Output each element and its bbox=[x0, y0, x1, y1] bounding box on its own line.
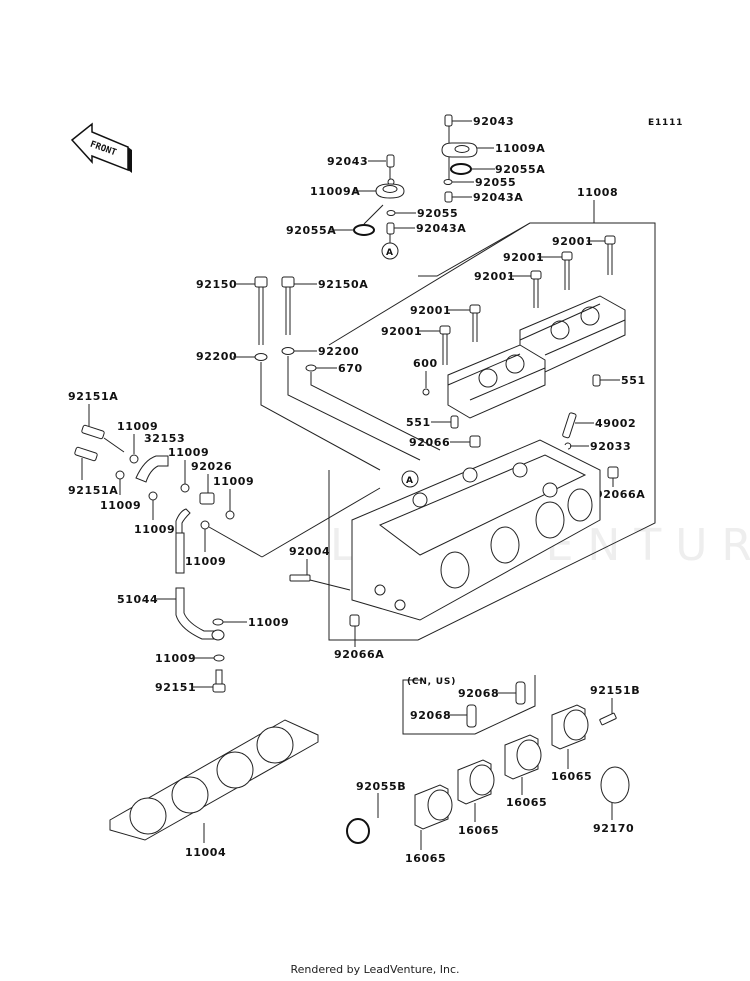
callout-92200: 92200 bbox=[318, 345, 359, 358]
callout-11009: 11009 bbox=[248, 616, 289, 629]
callout-92055A: 92055A bbox=[286, 224, 336, 237]
head-bolts: 92150 92150A 92200 92200 670 bbox=[196, 276, 441, 471]
callout-92055: 92055 bbox=[475, 176, 516, 189]
callout-92151A: 92151A bbox=[68, 484, 118, 497]
callout-92170: 92170 bbox=[593, 822, 634, 835]
oil-jet-group-right: 92043 11009A 92055A 92055 92043A bbox=[441, 114, 545, 204]
callout-11009: 11009 bbox=[117, 420, 158, 433]
callout-92004: 92004 bbox=[289, 545, 330, 558]
callout-11009: 11009 bbox=[185, 555, 226, 568]
dowel-pin-551 bbox=[592, 374, 601, 387]
plug-92066 bbox=[469, 435, 481, 448]
callout-51044: 51044 bbox=[117, 593, 158, 606]
camshaft-holder-right bbox=[519, 295, 626, 373]
callout-92001: 92001 bbox=[503, 251, 544, 264]
callout-600: 600 bbox=[413, 357, 438, 370]
front-arrow-icon: FRONT bbox=[70, 122, 132, 173]
callout-11009: 11009 bbox=[168, 446, 209, 459]
plug-92068 bbox=[515, 681, 526, 705]
callout-92068: 92068 bbox=[458, 687, 499, 700]
callout-92150: 92150 bbox=[196, 278, 237, 291]
o-ring-92055B bbox=[346, 818, 370, 844]
callout-92055A: 92055A bbox=[495, 163, 545, 176]
intake-holders: 16065 16065 16065 16065 92151B 92055B 92… bbox=[346, 684, 640, 865]
callout-92150A: 92150A bbox=[318, 278, 368, 291]
camshaft-holder-left bbox=[447, 344, 546, 419]
callout-92200: 92200 bbox=[196, 350, 237, 363]
callout-11009: 11009 bbox=[155, 652, 196, 665]
callout-11004: 11004 bbox=[185, 846, 226, 859]
ref-marker-a: A bbox=[386, 248, 394, 258]
callout-16065: 16065 bbox=[506, 796, 547, 809]
callout-11009: 11009 bbox=[213, 475, 254, 488]
callout-92068: 92068 bbox=[410, 709, 451, 722]
footer-credit: Rendered by LeadVenture, Inc. bbox=[290, 963, 460, 976]
circlip-92033 bbox=[564, 442, 572, 450]
callout-11008: 11008 bbox=[577, 186, 618, 199]
valve-lifter-49002 bbox=[562, 412, 577, 439]
callout-16065: 16065 bbox=[551, 770, 592, 783]
oil-pipe-group: 92151A 92151A 11009 32153 11009 11009 92… bbox=[68, 390, 381, 694]
oil-jet-group-left: 92043 11009A 92055 92055A 92043A A bbox=[286, 154, 466, 260]
cylinder-head-assy-frame: 11008 bbox=[328, 186, 656, 641]
region-note-box: (CN, US) 92068 92068 bbox=[402, 675, 536, 735]
callout-551: 551 bbox=[621, 374, 646, 387]
callout-92066A: 92066A bbox=[595, 488, 645, 501]
plug-92068 bbox=[466, 704, 477, 728]
ref-marker-a-head: A bbox=[406, 476, 414, 486]
head-gasket: 11004 bbox=[109, 719, 319, 859]
callout-551: 551 bbox=[406, 416, 431, 429]
clamp-92170 bbox=[600, 766, 630, 804]
callout-92001: 92001 bbox=[552, 235, 593, 248]
bolt-group-92001: 92001 92001 92001 92001 92001 bbox=[381, 235, 616, 365]
region-note: (CN, US) bbox=[407, 677, 456, 687]
callout-92001: 92001 bbox=[410, 304, 451, 317]
callout-11009A: 11009A bbox=[495, 142, 545, 155]
callout-92043: 92043 bbox=[327, 155, 368, 168]
stud-92004 bbox=[289, 574, 311, 582]
callout-92151: 92151 bbox=[155, 681, 196, 694]
callout-92055B: 92055B bbox=[356, 780, 406, 793]
callout-670: 670 bbox=[338, 362, 363, 375]
callout-92033: 92033 bbox=[590, 440, 631, 453]
callout-92026: 92026 bbox=[191, 460, 232, 473]
callout-16065: 16065 bbox=[458, 824, 499, 837]
callout-92001: 92001 bbox=[381, 325, 422, 338]
callout-92043: 92043 bbox=[473, 115, 514, 128]
callout-11009: 11009 bbox=[100, 499, 141, 512]
callout-11009: 11009 bbox=[134, 523, 175, 536]
dowel-pin-551 bbox=[450, 415, 459, 429]
bolt-92151B bbox=[599, 712, 617, 726]
callout-16065: 16065 bbox=[405, 852, 446, 865]
cylinder-head bbox=[351, 439, 601, 621]
callout-92043A: 92043A bbox=[473, 191, 523, 204]
callout-49002: 49002 bbox=[595, 417, 636, 430]
callout-92001: 92001 bbox=[474, 270, 515, 283]
plug-92066A bbox=[349, 614, 360, 627]
callout-92055: 92055 bbox=[417, 207, 458, 220]
plug-92066A bbox=[607, 466, 619, 479]
callout-92151A: 92151A bbox=[68, 390, 118, 403]
callout-11009A: 11009A bbox=[310, 185, 360, 198]
callout-92043A: 92043A bbox=[416, 222, 466, 235]
diagram-code: E1111 bbox=[648, 118, 683, 128]
callout-92151B: 92151B bbox=[590, 684, 640, 697]
callout-32153: 32153 bbox=[144, 432, 185, 445]
callout-92066A: 92066A bbox=[334, 648, 384, 661]
